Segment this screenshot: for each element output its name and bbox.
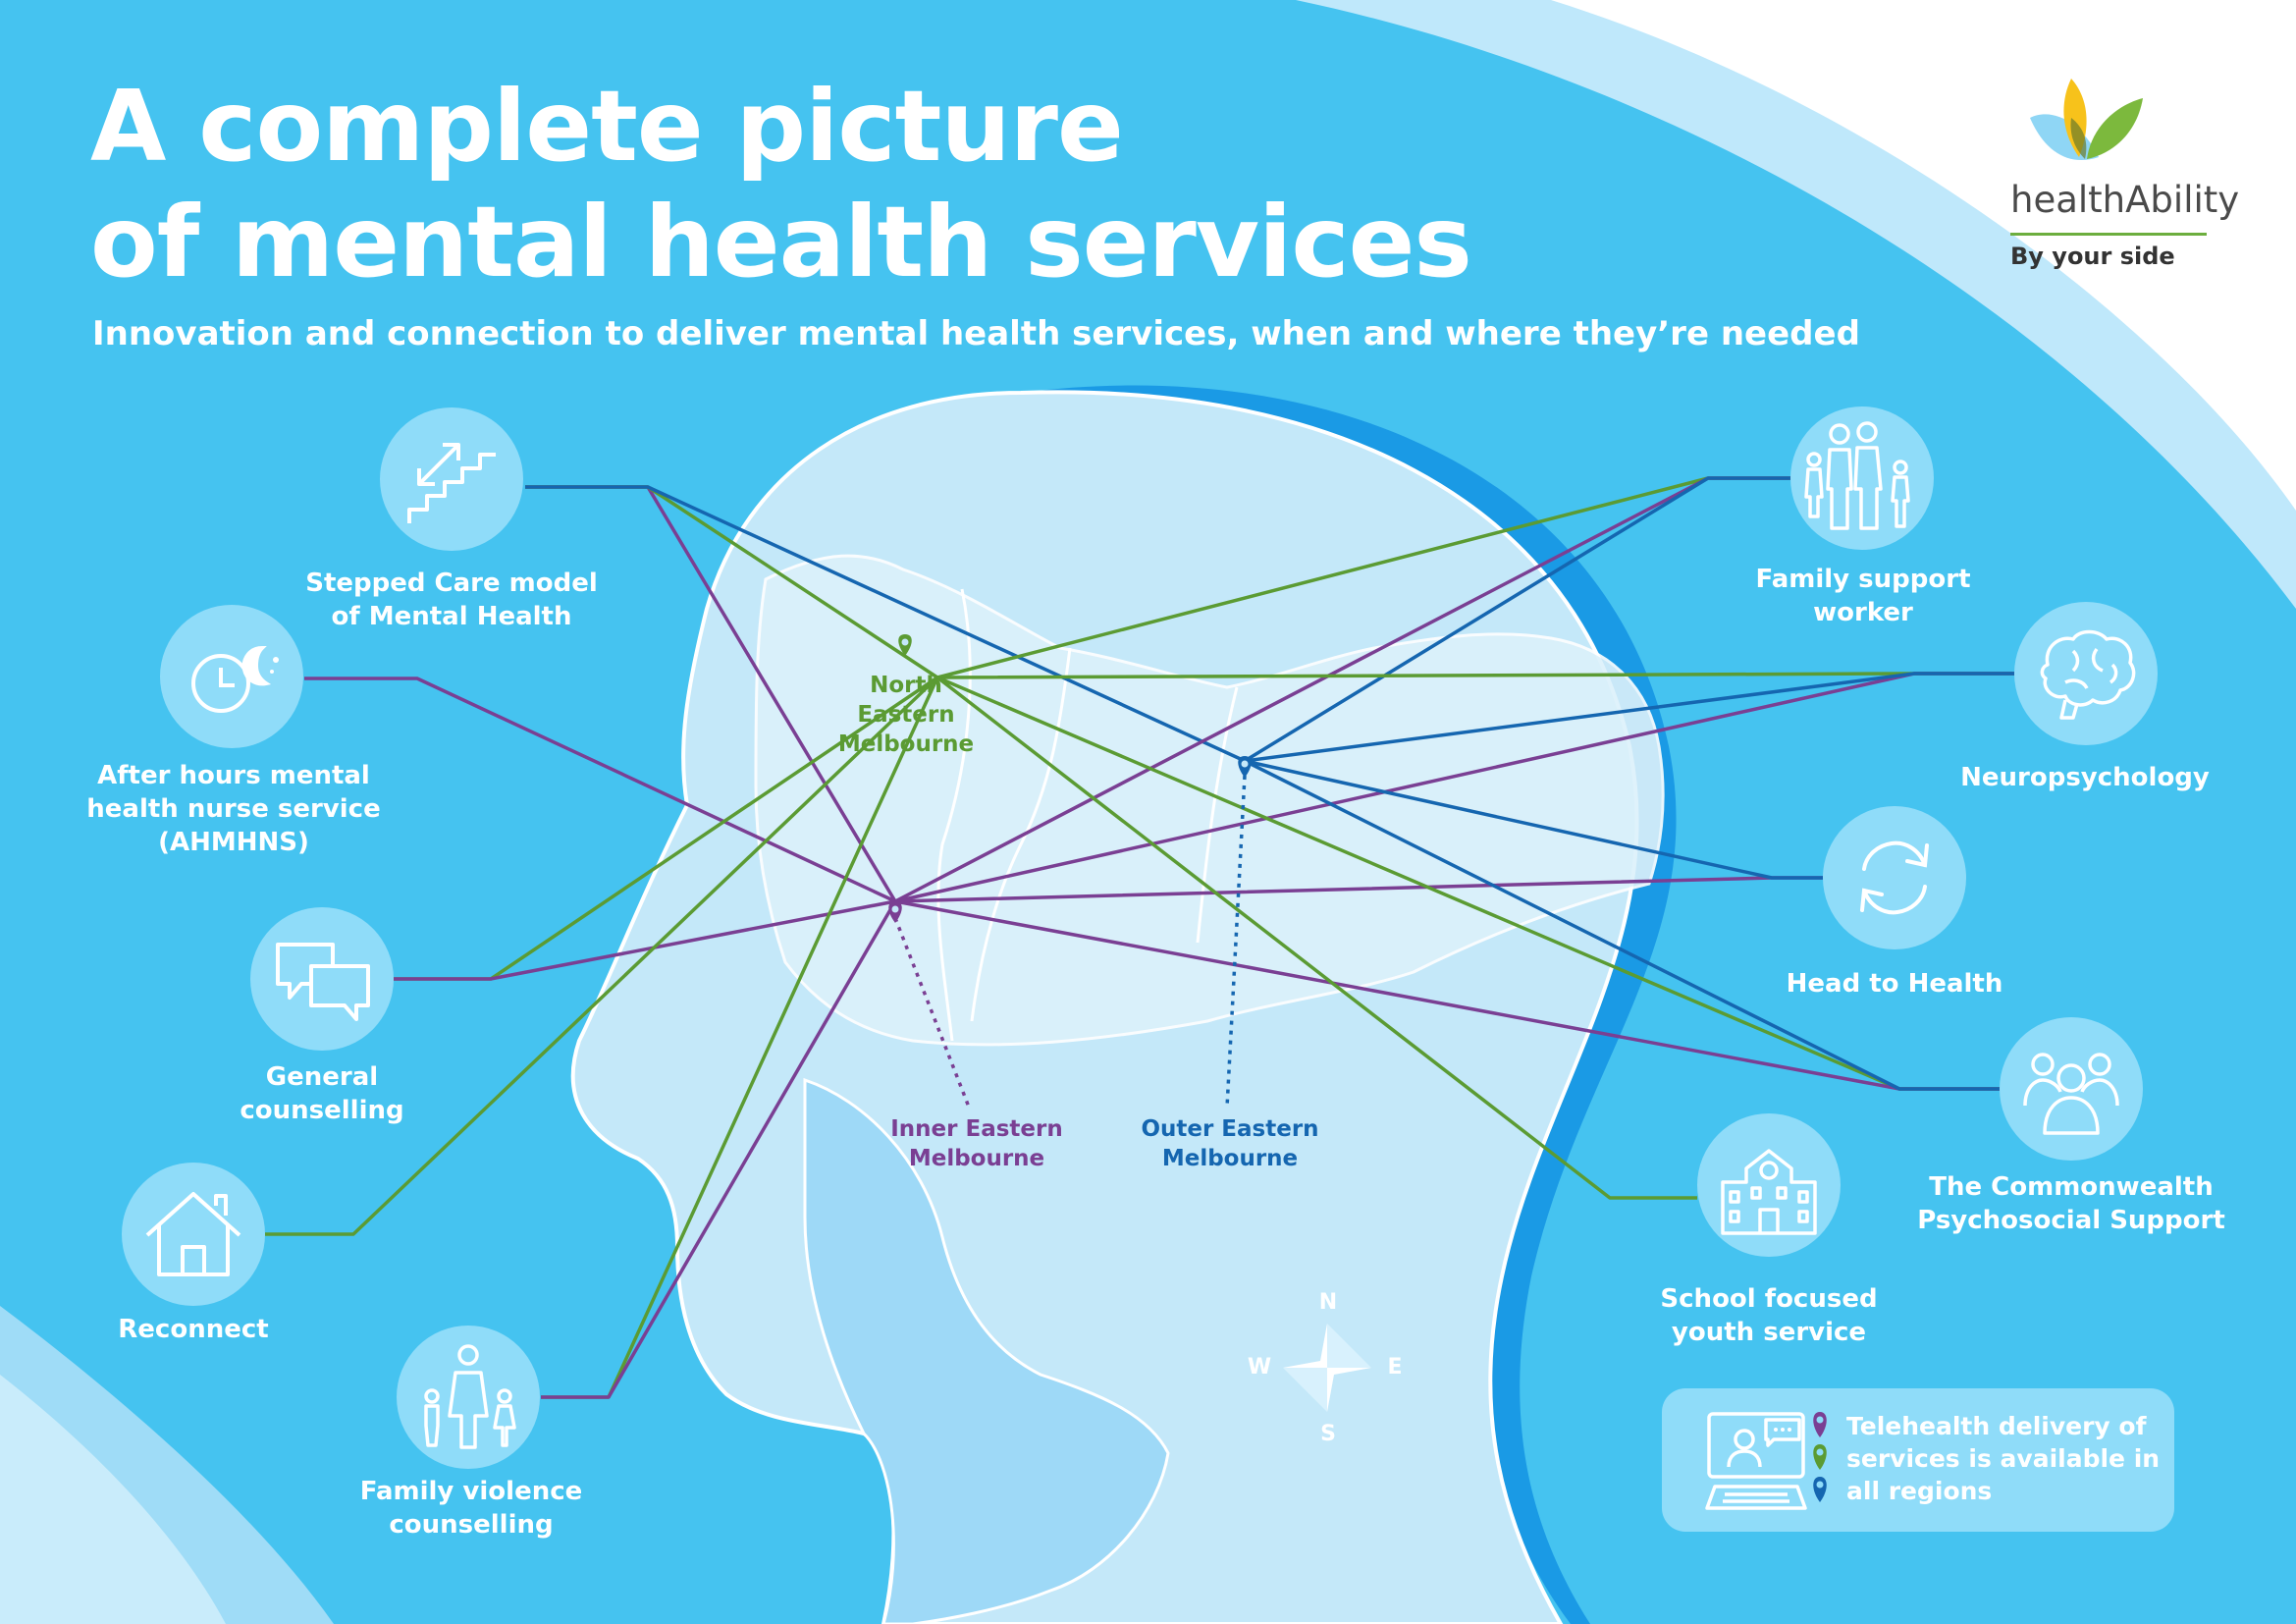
logo-wordmark-part-1: health (2010, 179, 2126, 221)
family-violence-label: Family violence counselling (359, 1477, 583, 1540)
page-title: A complete picture of mental health serv… (90, 69, 1472, 300)
logo-wordmark: healthAbility (2010, 179, 2239, 221)
after-hours-circle (160, 605, 303, 748)
compass-south: S (1320, 1422, 1336, 1446)
service-region-links (265, 476, 2014, 1399)
reconnect-circle (122, 1163, 265, 1306)
family-icon (1804, 421, 1910, 530)
refresh-arrows-icon (1860, 840, 1929, 915)
compass-east: E (1387, 1355, 1403, 1380)
psychosocial-label: The Commonwealth Psychosocial Support (1917, 1172, 2225, 1235)
psychosocial-circle (2000, 1017, 2143, 1161)
region-map-divider-c (1196, 686, 1239, 944)
family-support-circle (1790, 406, 1934, 550)
head-to-health-circle (1823, 806, 1966, 949)
link-stepped-care-outer-eastern (525, 485, 1246, 763)
link-neuropsychology-outer-eastern (1244, 672, 2014, 763)
telehealth-computer-icon (1705, 1412, 1807, 1510)
inner-eastern-pin (888, 901, 902, 923)
group-icon (2023, 1053, 2119, 1135)
legend-pin-blue-icon (1813, 1477, 1827, 1502)
neuropsychology-circle (2014, 602, 2158, 745)
north-eastern-label: North Eastern Melbourne (837, 673, 975, 757)
link-school-youth-north-eastern (935, 676, 1697, 1200)
link-psychosocial-outer-eastern (1244, 759, 2000, 1091)
telehealth-text: Telehealth delivery of services is avail… (1846, 1412, 2161, 1505)
logo-tagline: By your side (2010, 243, 2175, 270)
compass-west: W (1247, 1355, 1272, 1380)
healthability-leaf-logo (2030, 79, 2143, 161)
head-shadow (1021, 385, 1677, 1624)
house-icon (145, 1192, 241, 1276)
head-to-health-label: Head to Health (1786, 969, 2003, 999)
bay-water (803, 1077, 1170, 1624)
neuropsychology-label: Neuropsychology (1960, 763, 2210, 792)
general-counselling-label: General counselling (240, 1062, 404, 1125)
after-hours-label: After hours mental health nurse service … (86, 761, 381, 857)
family-violence-circle (397, 1326, 540, 1469)
link-family-violence-inner-eastern (541, 900, 897, 1399)
page-subtitle: Innovation and connection to deliver men… (92, 314, 1860, 353)
mother-children-icon (424, 1344, 516, 1449)
title-line-2: of mental health services (90, 185, 1472, 299)
logo-wordmark-part-2: Ability (2125, 179, 2240, 221)
link-reconnect-north-eastern (265, 676, 939, 1236)
school-youth-circle (1697, 1113, 1841, 1257)
outer-eastern-label: Outer Eastern Melbourne (1141, 1116, 1319, 1171)
compass-rose (1283, 1324, 1371, 1412)
stairs-icon (407, 443, 496, 523)
family-support-label: Family support worker (1755, 565, 1971, 627)
outer-eastern-pin (1238, 756, 1252, 778)
outer-eastern-leader (1225, 775, 1247, 1109)
general-counselling-circle (250, 907, 394, 1051)
legend-pin-green-icon (1813, 1444, 1827, 1470)
logo-divider (2010, 233, 2207, 236)
link-family-support-outer-eastern (1244, 476, 1790, 763)
reconnect-label: Reconnect (118, 1315, 269, 1344)
link-after-hours-inner-eastern (304, 677, 896, 903)
link-head-to-health-outer-eastern (1244, 759, 1823, 880)
speech-bubbles-icon (276, 943, 370, 1021)
clock-moon-icon (191, 645, 279, 713)
telehealth-panel (1662, 1388, 2174, 1532)
inner-eastern-label: Inner Eastern Melbourne (890, 1116, 1063, 1171)
school-youth-label: School focused youth service (1660, 1284, 1878, 1347)
title-line-1: A complete picture (90, 69, 1124, 184)
stepped-care-circle (380, 407, 523, 551)
bottom-left-swoosh-inner (0, 1375, 226, 1624)
link-general-counselling-inner-eastern (394, 899, 896, 981)
north-eastern-pin (898, 634, 912, 656)
compass-north: N (1318, 1290, 1338, 1315)
region-map-divider-a (936, 588, 972, 1042)
brain-icon (2040, 629, 2136, 720)
stepped-care-label: Stepped Care model of Mental Health (305, 568, 598, 631)
school-icon (1721, 1149, 1817, 1235)
region-map-divider-b (970, 647, 1072, 1022)
legend-pin-purple-icon (1813, 1412, 1827, 1437)
